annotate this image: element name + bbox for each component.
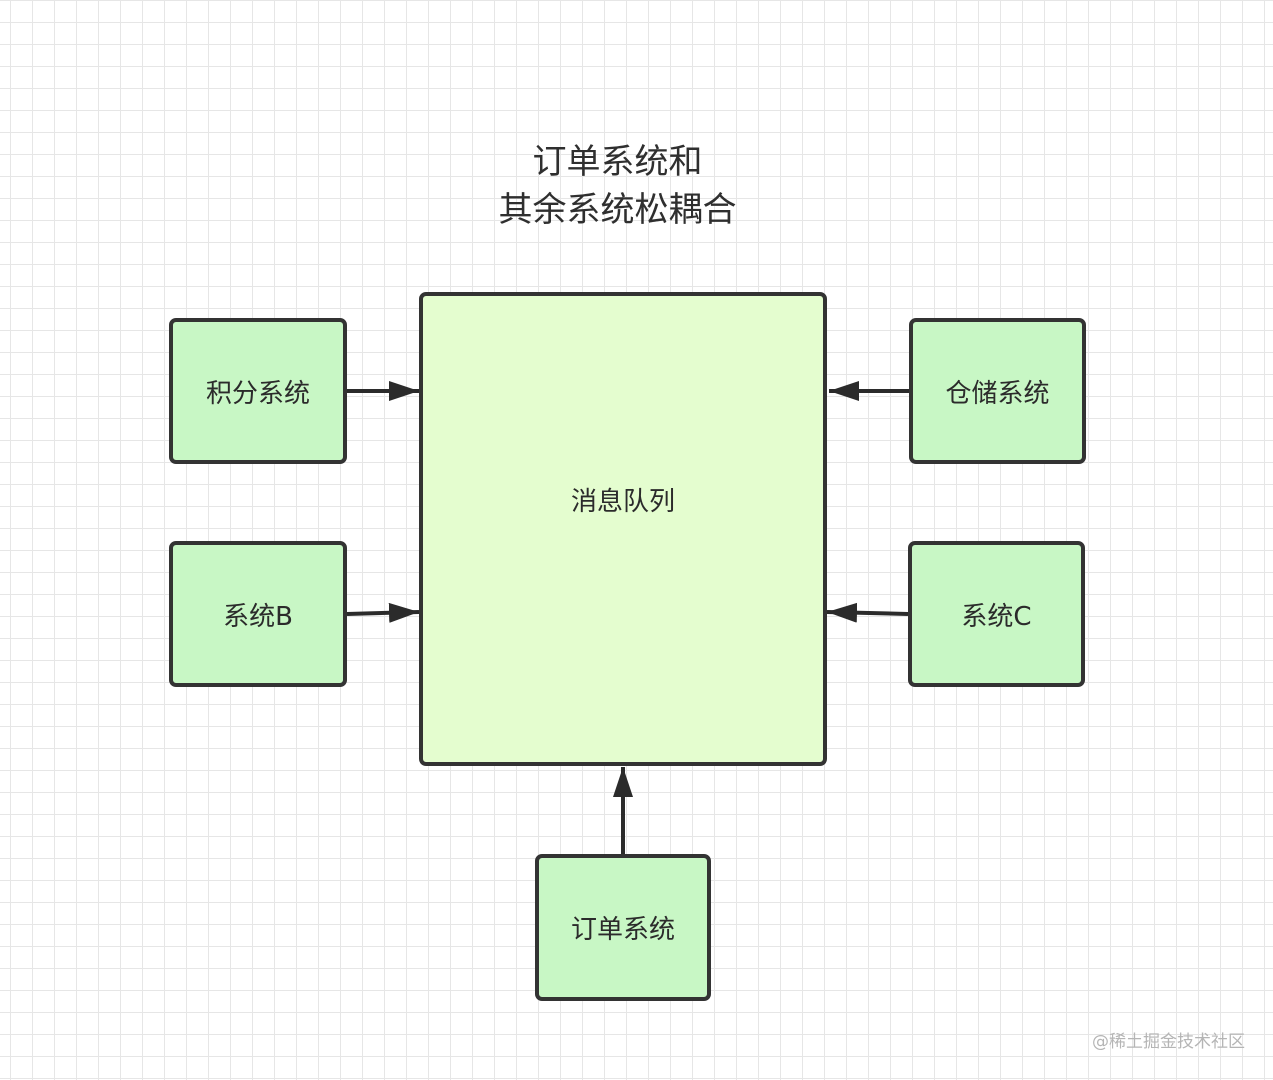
watermark: @稀土掘金技术社区	[1092, 1032, 1245, 1052]
order-system-node: 订单系统	[535, 854, 711, 1001]
diagram-title-line-2: 其余系统松耦合	[498, 190, 737, 230]
system-c-node: 系统C	[908, 541, 1085, 687]
system-b-label: 系统B	[223, 601, 293, 632]
system-b-node: 系统B	[169, 541, 347, 687]
system-c-label: 系统C	[961, 601, 1032, 632]
diagram-title: 订单系统和 其余系统松耦合	[0, 138, 1235, 234]
warehouse-system-label: 仓储系统	[945, 378, 1050, 409]
arrow-system-c-to-queue	[826, 602, 909, 623]
points-system-node: 积分系统	[169, 318, 347, 464]
arrow-system-b-to-queue	[346, 602, 420, 623]
warehouse-system-node: 仓储系统	[909, 318, 1086, 464]
points-system-label: 积分系统	[205, 378, 310, 409]
diagram-title-line-1: 订单系统和	[532, 142, 703, 182]
message-queue-label: 消息队列	[570, 486, 675, 517]
order-system-label: 订单系统	[570, 915, 675, 945]
message-queue-node: 消息队列	[419, 292, 827, 766]
